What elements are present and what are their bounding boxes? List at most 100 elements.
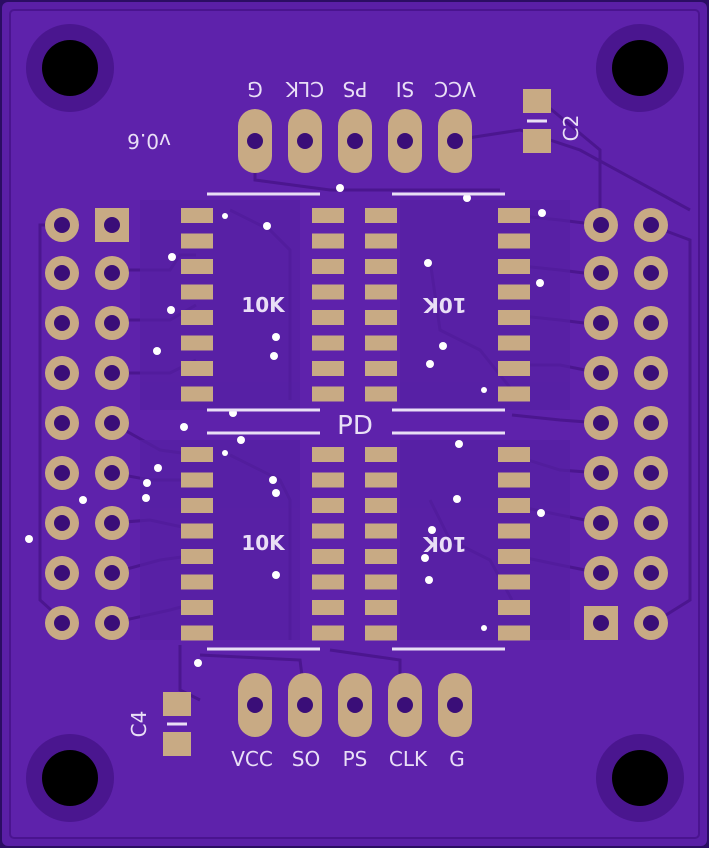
pin-pad xyxy=(584,456,618,490)
smd-pad xyxy=(365,600,397,615)
smd-pad xyxy=(498,361,530,376)
smd-pad xyxy=(312,208,344,223)
pin-pad xyxy=(584,356,618,390)
pin-pad xyxy=(634,256,668,290)
smd-pad xyxy=(312,361,344,376)
top-header-label: CLK xyxy=(285,77,324,101)
smd-pad xyxy=(365,259,397,274)
smd-pad xyxy=(365,361,397,376)
smd-pad xyxy=(498,310,530,325)
smd-pad xyxy=(312,523,344,539)
smd-pad xyxy=(365,233,397,249)
smd-pad xyxy=(365,447,397,462)
smd-pad xyxy=(365,625,397,641)
smd-pad xyxy=(312,335,344,351)
pin-pad xyxy=(95,456,129,490)
version-label: v0.6 xyxy=(127,129,171,153)
smd-pad xyxy=(181,574,213,590)
smd-pad xyxy=(365,523,397,539)
smd-pad xyxy=(498,549,530,564)
smd-pad xyxy=(365,310,397,325)
smd-pad xyxy=(498,233,530,249)
header-pad xyxy=(238,109,272,173)
pin-pad xyxy=(95,506,129,540)
pin-pad xyxy=(634,556,668,590)
smd-pad xyxy=(498,472,530,488)
smd-pad xyxy=(181,335,213,351)
smd-pad xyxy=(181,523,213,539)
smd-pad xyxy=(498,386,530,402)
smd-pad xyxy=(181,498,213,513)
smd-pad xyxy=(498,447,530,462)
header-pad xyxy=(288,673,322,737)
smd-pad xyxy=(181,361,213,376)
smd-pad xyxy=(312,233,344,249)
pin-pad xyxy=(584,506,618,540)
ic-value-top-right: 10K xyxy=(422,293,467,317)
smd-pad xyxy=(365,498,397,513)
smd-pad xyxy=(181,208,213,223)
pin-pad xyxy=(634,456,668,490)
pin-pad xyxy=(45,456,79,490)
pin-pad xyxy=(45,556,79,590)
smd-pad xyxy=(365,335,397,351)
header-pad xyxy=(288,109,322,173)
smd-pad xyxy=(498,259,530,274)
pin-pad xyxy=(45,606,79,640)
smd-pad xyxy=(181,386,213,402)
smd-pad xyxy=(312,284,344,300)
smd-pad xyxy=(498,625,530,641)
mounting-holes xyxy=(26,24,684,822)
pin-pad xyxy=(95,406,129,440)
bottom-header xyxy=(238,673,472,737)
header-pad xyxy=(438,109,472,173)
smd-pad xyxy=(181,625,213,641)
pin-pad xyxy=(634,506,668,540)
cap-label-c2: C2 xyxy=(559,115,583,142)
ic-value-bottom-left: 10K xyxy=(241,531,286,555)
smd-pad xyxy=(365,574,397,590)
capacitor-c4 xyxy=(163,692,191,756)
top-header xyxy=(238,109,472,173)
smd-pad xyxy=(365,208,397,223)
smd-pad xyxy=(498,284,530,300)
pin-pad xyxy=(95,208,129,242)
pin-pad xyxy=(634,306,668,340)
pin-pad xyxy=(634,606,668,640)
smd-pad xyxy=(365,549,397,564)
ic-silk-lines xyxy=(207,192,505,651)
smd-pad xyxy=(181,259,213,274)
pin-pad xyxy=(95,306,129,340)
pin-pad xyxy=(584,208,618,242)
smd-pad xyxy=(365,386,397,402)
bottom-header-label: PS xyxy=(343,747,368,771)
smd-pad xyxy=(498,208,530,223)
pin-pad xyxy=(584,256,618,290)
smd-pad xyxy=(312,259,344,274)
pin-pad xyxy=(45,406,79,440)
right-pin-headers xyxy=(584,208,668,640)
pin-pad xyxy=(584,606,618,640)
smd-pad xyxy=(312,549,344,564)
pin-pad xyxy=(95,256,129,290)
smd-pad xyxy=(181,447,213,462)
smd-pad xyxy=(312,625,344,641)
smd-pad xyxy=(181,310,213,325)
header-pad xyxy=(238,673,272,737)
smd-pad xyxy=(312,310,344,325)
center-label: PD xyxy=(337,411,373,441)
smd-pad xyxy=(181,233,213,249)
pin-pad xyxy=(584,556,618,590)
bottom-header-label: SO xyxy=(292,747,320,771)
header-pad xyxy=(388,673,422,737)
pin-pad xyxy=(45,256,79,290)
header-pad xyxy=(438,673,472,737)
smd-pad xyxy=(498,335,530,351)
smd-pad xyxy=(181,472,213,488)
smd-pad xyxy=(498,498,530,513)
pin-pad xyxy=(584,306,618,340)
smd-pad xyxy=(498,600,530,615)
pin-pad xyxy=(634,406,668,440)
top-header-label: VCC xyxy=(434,77,476,101)
